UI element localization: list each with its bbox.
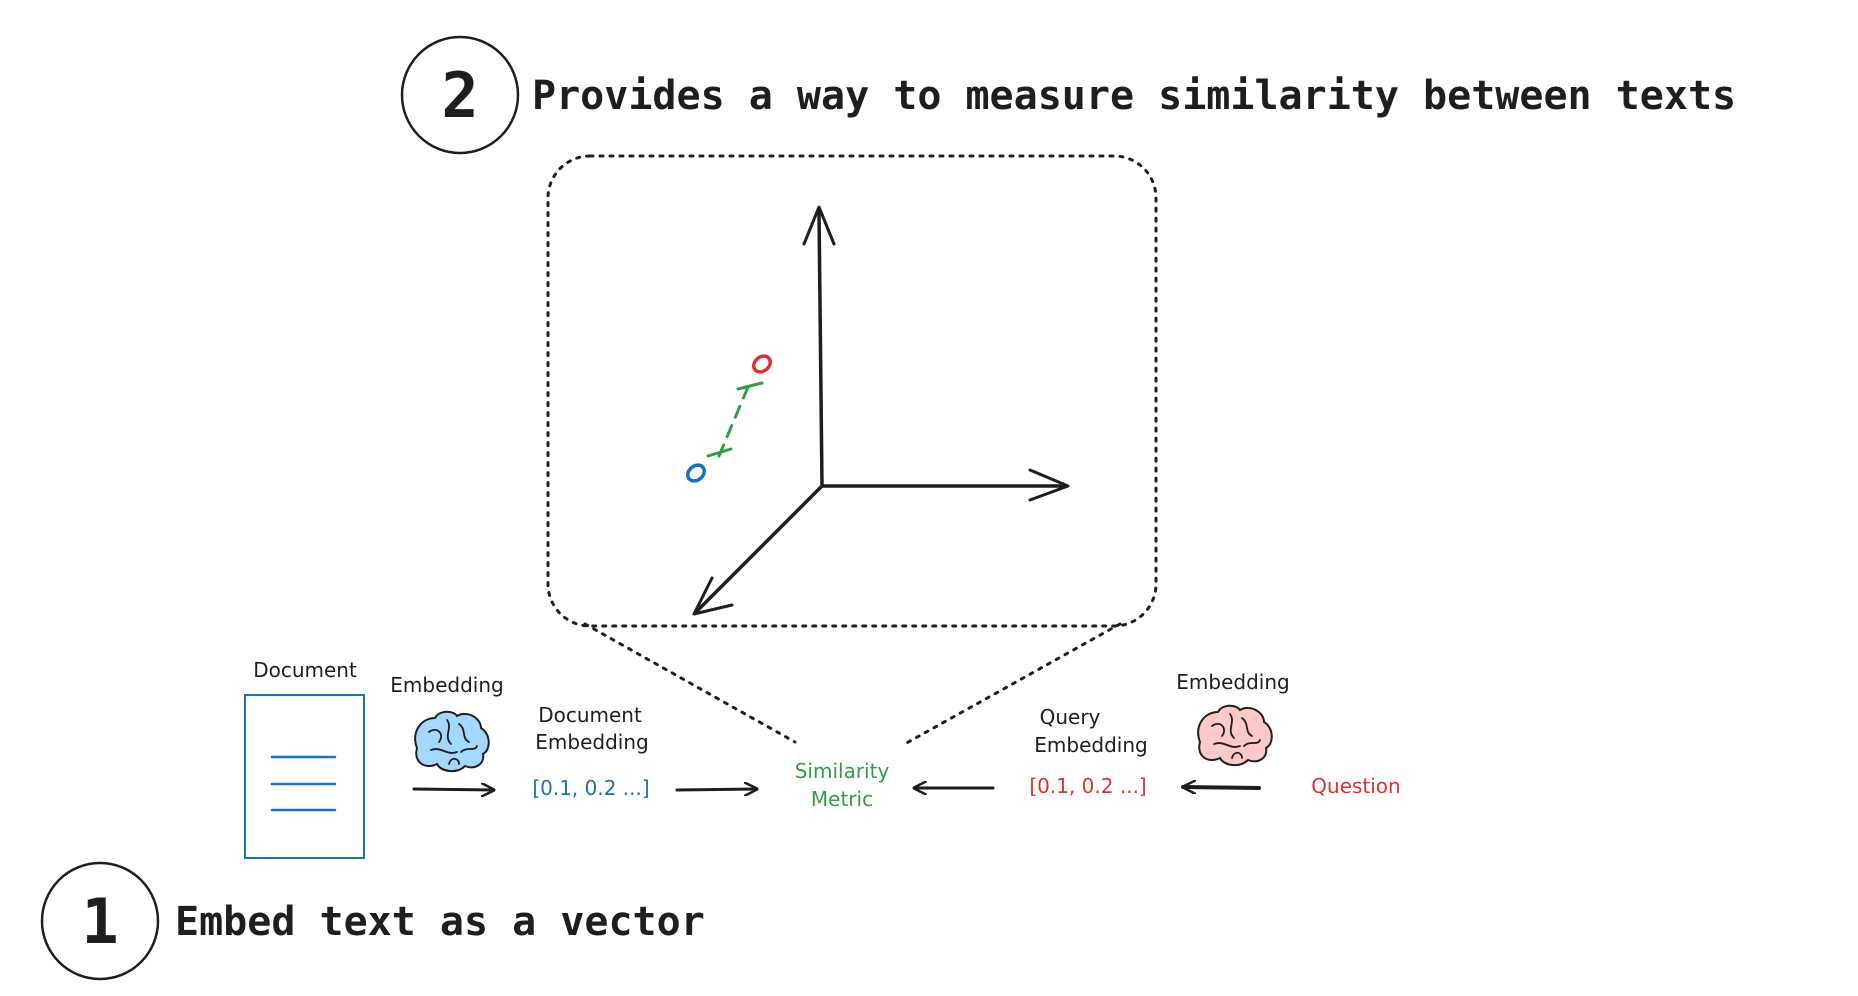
vector-space-box	[546, 154, 1158, 747]
document-embedding-title-line1: Document	[538, 703, 642, 727]
embedding-right-label: Embedding	[1176, 670, 1289, 694]
similarity-title-line2: Metric	[811, 787, 873, 811]
arrow-doc-vector-to-similarity	[675, 789, 759, 790]
y-axis-arrowhead	[802, 205, 836, 246]
document-embedding-title-line2: Embedding	[535, 730, 648, 754]
distance-tick-low	[706, 447, 733, 458]
query-embedding-title-line2: Embedding	[1034, 733, 1147, 757]
query-vector-point	[752, 354, 772, 374]
zoom-line-left	[583, 622, 797, 744]
step-2-text: Provides a way to measure similarity bet…	[532, 73, 1736, 119]
step-2: 2 Provides a way to measure similarity b…	[400, 35, 1736, 155]
question-label: Question	[1311, 774, 1400, 798]
step-2-number: 2	[441, 59, 478, 132]
step-2-circle	[400, 35, 520, 155]
vector-axes	[692, 205, 1070, 616]
x-axis-arrowhead	[1028, 468, 1070, 502]
document-label: Document	[253, 658, 357, 682]
embedding-left-group: Embedding	[390, 673, 504, 772]
dotted-frame	[546, 154, 1158, 628]
query-embedding-title-line1: Query	[1040, 705, 1101, 729]
distance-tick-high	[736, 381, 764, 391]
document-group: Document	[244, 658, 365, 859]
query-embedding-group: Query Embedding [0.1, 0.2 ...]	[1029, 705, 1147, 798]
y-axis	[817, 210, 824, 488]
arrow-question-to-query-vector	[1181, 787, 1261, 788]
brain-icon	[414, 710, 490, 772]
document-icon	[244, 694, 365, 859]
similarity-title-line1: Similarity	[795, 759, 890, 783]
flow-arrows	[412, 787, 1261, 790]
zoom-line-right	[901, 622, 1122, 747]
vector-points	[686, 354, 772, 483]
z-axis	[694, 484, 824, 614]
document-vector-value: [0.1, 0.2 ...]	[532, 776, 649, 800]
step-1: 1 Embed text as a vector	[40, 861, 705, 981]
step-1-number: 1	[81, 885, 118, 958]
document-vector-point	[686, 463, 706, 483]
step-1-text: Embed text as a vector	[175, 899, 705, 945]
brain-icon	[1197, 704, 1273, 766]
embedding-left-label: Embedding	[390, 673, 503, 697]
step-1-circle	[40, 861, 160, 981]
embedding-right-group: Embedding	[1176, 670, 1290, 766]
arrow-document-to-embedding	[412, 789, 496, 790]
z-axis-arrowhead	[692, 576, 734, 616]
similarity-metric-group: Similarity Metric	[795, 759, 890, 811]
similarity-distance-line	[717, 385, 750, 458]
query-vector-value: [0.1, 0.2 ...]	[1029, 774, 1146, 798]
document-embedding-group: Document Embedding [0.1, 0.2 ...]	[532, 703, 649, 800]
